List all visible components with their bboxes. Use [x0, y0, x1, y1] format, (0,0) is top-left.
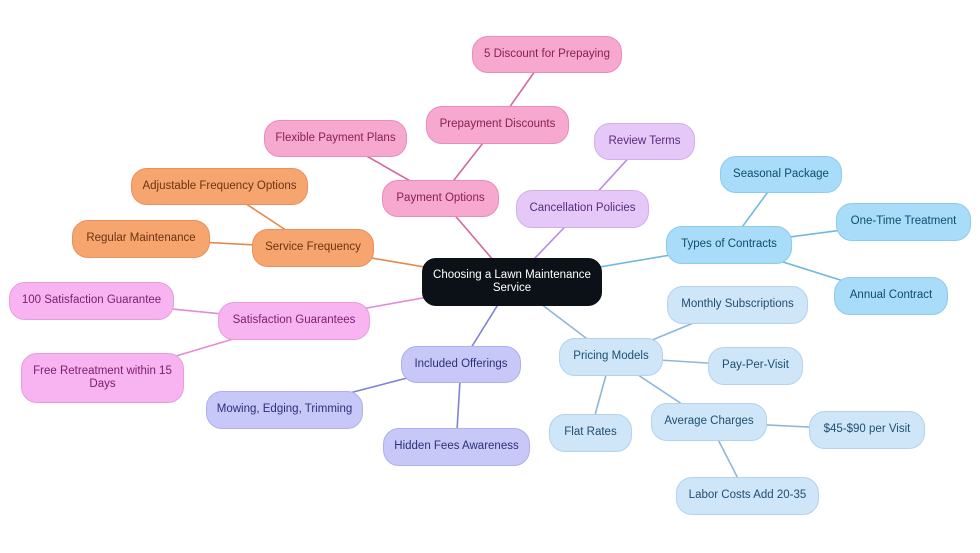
node-types-of-contracts[interactable]: Types of Contracts [666, 226, 792, 264]
node-monthly-subscriptions[interactable]: Monthly Subscriptions [667, 286, 808, 324]
node-satisfaction-guarantees[interactable]: Satisfaction Guarantees [218, 302, 370, 340]
node-payment-options[interactable]: Payment Options [382, 180, 499, 217]
node-one-time-treatment[interactable]: One-Time Treatment [836, 203, 971, 241]
node-flexible-payment-plans[interactable]: Flexible Payment Plans [264, 120, 407, 157]
node-prepayment-discounts[interactable]: Prepayment Discounts [426, 106, 569, 144]
node-seasonal-package[interactable]: Seasonal Package [720, 156, 842, 193]
node-100-satisfaction-guarantee[interactable]: 100 Satisfaction Guarantee [9, 282, 174, 320]
node-included-offerings[interactable]: Included Offerings [401, 346, 521, 383]
node-review-terms[interactable]: Review Terms [594, 123, 695, 160]
node-free-retreatment[interactable]: Free Retreatment within 15 Days [21, 353, 184, 403]
node-pricing-models[interactable]: Pricing Models [559, 338, 663, 376]
node-price-per-visit[interactable]: $45-$90 per Visit [809, 411, 925, 449]
node-mowing-edging-trimming[interactable]: Mowing, Edging, Trimming [206, 391, 363, 429]
node-cancellation-policies[interactable]: Cancellation Policies [516, 190, 649, 228]
node-service-frequency[interactable]: Service Frequency [252, 229, 374, 267]
node-hidden-fees-awareness[interactable]: Hidden Fees Awareness [383, 428, 530, 466]
node-pay-per-visit[interactable]: Pay-Per-Visit [708, 347, 803, 385]
root-node[interactable]: Choosing a Lawn Maintenance Service [422, 258, 602, 306]
node-flat-rates[interactable]: Flat Rates [549, 414, 632, 452]
node-5-discount-for-prepaying[interactable]: 5 Discount for Prepaying [472, 36, 622, 73]
node-average-charges[interactable]: Average Charges [651, 403, 767, 441]
node-annual-contract[interactable]: Annual Contract [834, 277, 948, 315]
root-label: Choosing a Lawn Maintenance Service [433, 268, 591, 294]
node-labor-costs[interactable]: Labor Costs Add 20-35 [676, 477, 819, 515]
node-adjustable-frequency-options[interactable]: Adjustable Frequency Options [131, 168, 308, 205]
node-regular-maintenance[interactable]: Regular Maintenance [72, 220, 210, 258]
